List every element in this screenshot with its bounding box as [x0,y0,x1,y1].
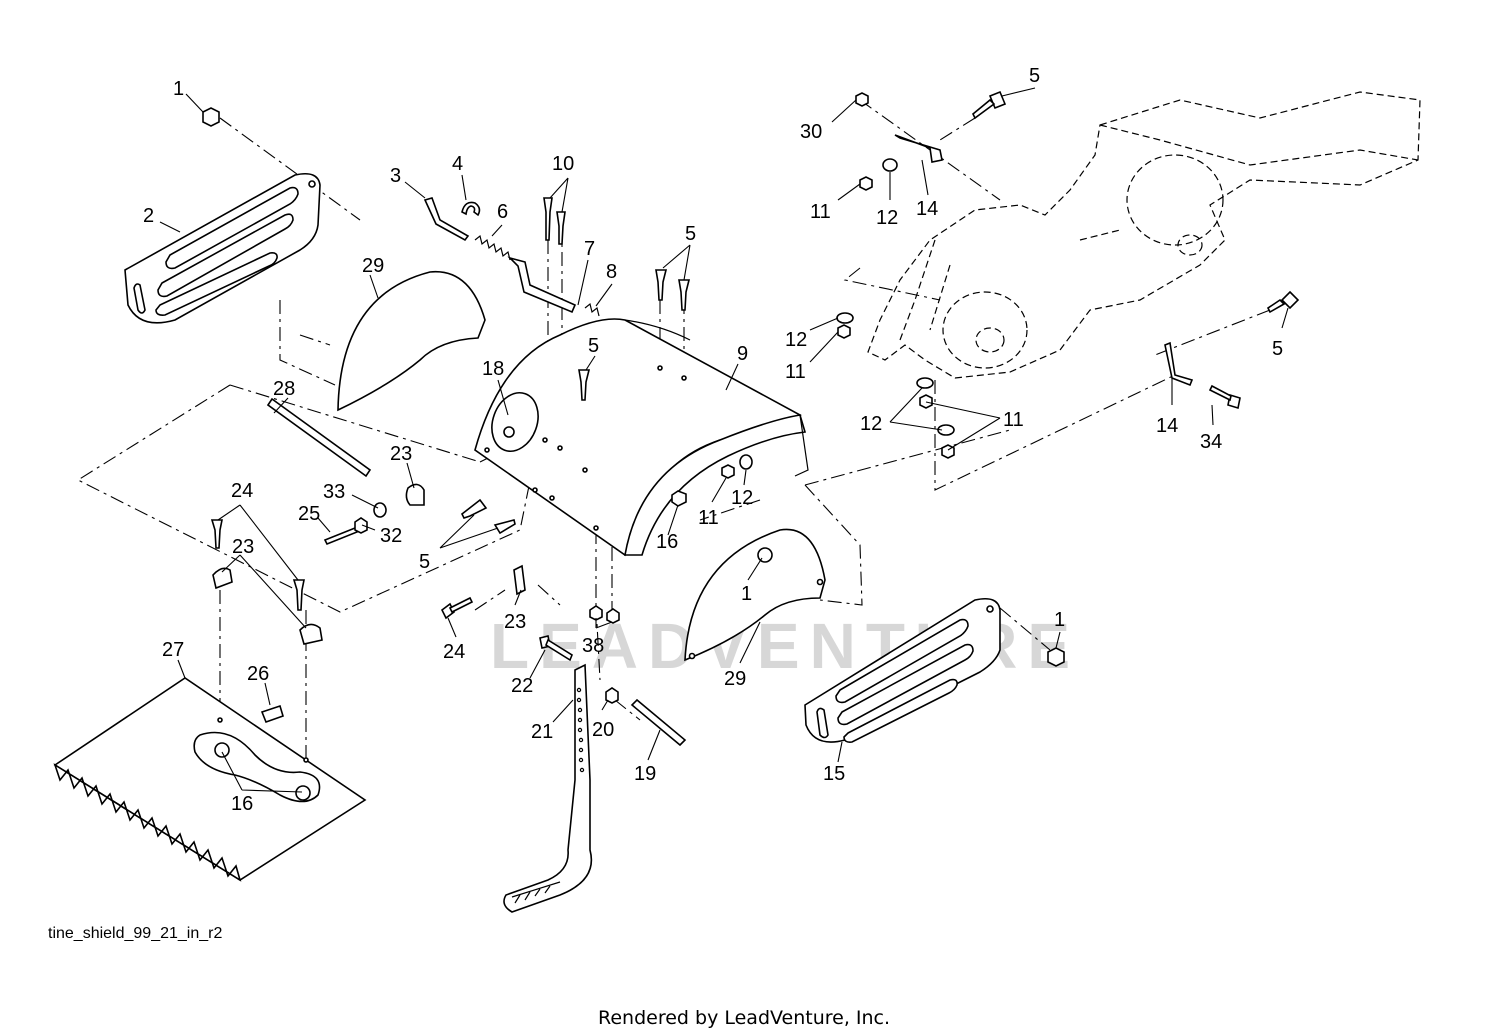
callout-12: 12 [860,413,882,435]
callout-11: 11 [810,201,831,223]
callout-11: 11 [698,507,719,529]
side-plate-15 [804,597,1001,743]
callout-5: 5 [588,335,599,357]
callout-4: 4 [452,153,463,175]
callout-30: 30 [800,121,822,143]
callout-29: 29 [362,255,384,277]
callout-23: 23 [390,443,412,465]
flap-29-lower [684,528,826,662]
callout-26: 26 [247,663,269,685]
callout-15: 15 [823,763,845,785]
callout-18: 18 [482,358,504,380]
callout-21: 21 [531,721,553,743]
callout-8: 8 [606,261,617,283]
callout-24: 24 [231,480,253,502]
leader-lines [159,87,1289,793]
flap-29-upper [337,270,486,412]
callout-38: 38 [582,635,604,657]
stake-holes [576,687,585,773]
callout-22: 22 [511,675,533,697]
callout-29: 29 [724,668,746,690]
callout-24: 24 [443,641,465,663]
callout-16: 16 [231,793,253,815]
tine-shield-9 [474,318,809,557]
callout-28: 28 [273,378,295,400]
footer-credit: Rendered by LeadVenture, Inc. [598,1007,890,1029]
callout-10: 10 [552,153,574,175]
callout-5: 5 [419,551,430,573]
callout-14: 14 [916,198,938,220]
callout-2: 2 [143,205,154,227]
callout-3: 3 [390,165,401,187]
callout-14: 14 [1156,415,1178,437]
deflector-27 [53,677,367,882]
callout-6: 6 [497,201,508,223]
callout-1: 1 [1054,609,1065,631]
callout-9: 9 [737,343,748,365]
callout-20: 20 [592,719,614,741]
callout-5: 5 [685,223,696,245]
callout-12: 12 [731,487,753,509]
callout-7: 7 [584,238,595,260]
callout-33: 33 [323,481,345,503]
callout-12: 12 [785,329,807,351]
callout-23: 23 [504,611,526,633]
callout-labels: 1 2 3 4 6 10 7 8 5 5 9 18 29 28 23 33 25… [143,65,1283,815]
callout-25: 25 [298,503,320,525]
depth-stake-21 [503,663,593,913]
callout-32: 32 [380,525,402,547]
tiller-housing-phantom [867,91,1421,379]
callout-1: 1 [173,78,184,100]
figure-caption: tine_shield_99_21_in_r2 [48,925,222,942]
callout-27: 27 [162,639,184,661]
callout-16: 16 [656,531,678,553]
callout-5: 5 [1272,338,1283,360]
side-plate-2 [124,172,321,324]
callout-5: 5 [1029,65,1040,87]
callout-23: 23 [232,536,254,558]
hardware [202,90,1300,747]
callout-19: 19 [634,763,656,785]
callout-11: 11 [785,361,806,383]
callout-11: 11 [1003,409,1024,431]
callout-12: 12 [876,207,898,229]
callout-34: 34 [1200,431,1222,453]
callout-1: 1 [741,583,752,605]
